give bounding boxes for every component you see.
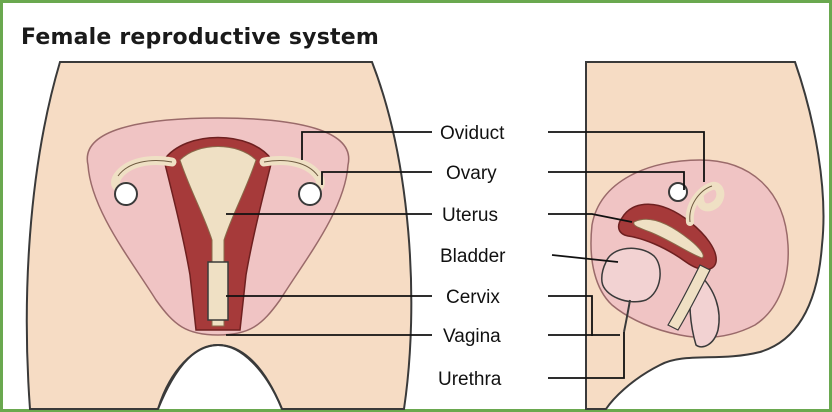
cervix-block xyxy=(208,262,228,320)
label-urethra: Urethra xyxy=(438,369,502,390)
labels: Oviduct Ovary Uterus Bladder Cervix Vagi… xyxy=(438,123,506,390)
label-oviduct: Oviduct xyxy=(440,123,505,144)
left-ovary xyxy=(115,183,137,205)
label-vagina: Vagina xyxy=(443,326,501,347)
label-ovary: Ovary xyxy=(446,163,497,184)
label-uterus: Uterus xyxy=(442,205,498,226)
label-bladder: Bladder xyxy=(440,246,506,267)
front-view xyxy=(27,62,412,409)
bladder xyxy=(602,248,660,301)
side-view xyxy=(586,62,823,409)
label-cervix: Cervix xyxy=(446,287,500,308)
right-ovary xyxy=(299,183,321,205)
